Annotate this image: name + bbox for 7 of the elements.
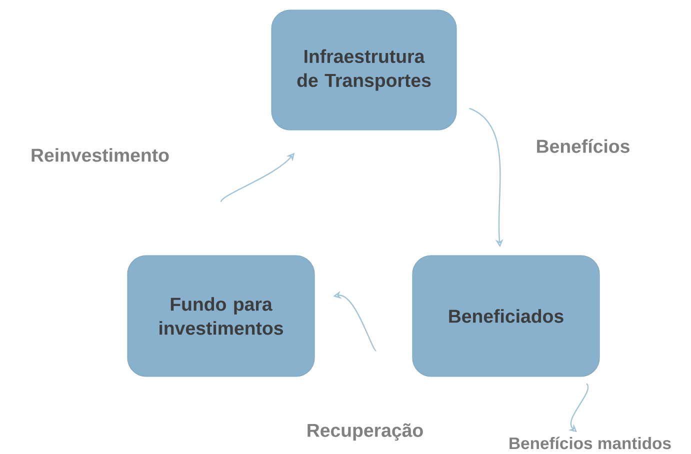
edge-label: Benefícios — [533, 136, 633, 156]
edge-label: Reinvestimento — [28, 145, 172, 165]
process-box: Fundo para investimentos — [127, 255, 315, 377]
process-box: Infraestrutura de Transportes — [271, 10, 457, 130]
process-box: Beneficiados — [412, 255, 600, 377]
text-label: Benefícios mantidos — [510, 436, 671, 450]
edge-label: Recuperação — [304, 420, 426, 444]
